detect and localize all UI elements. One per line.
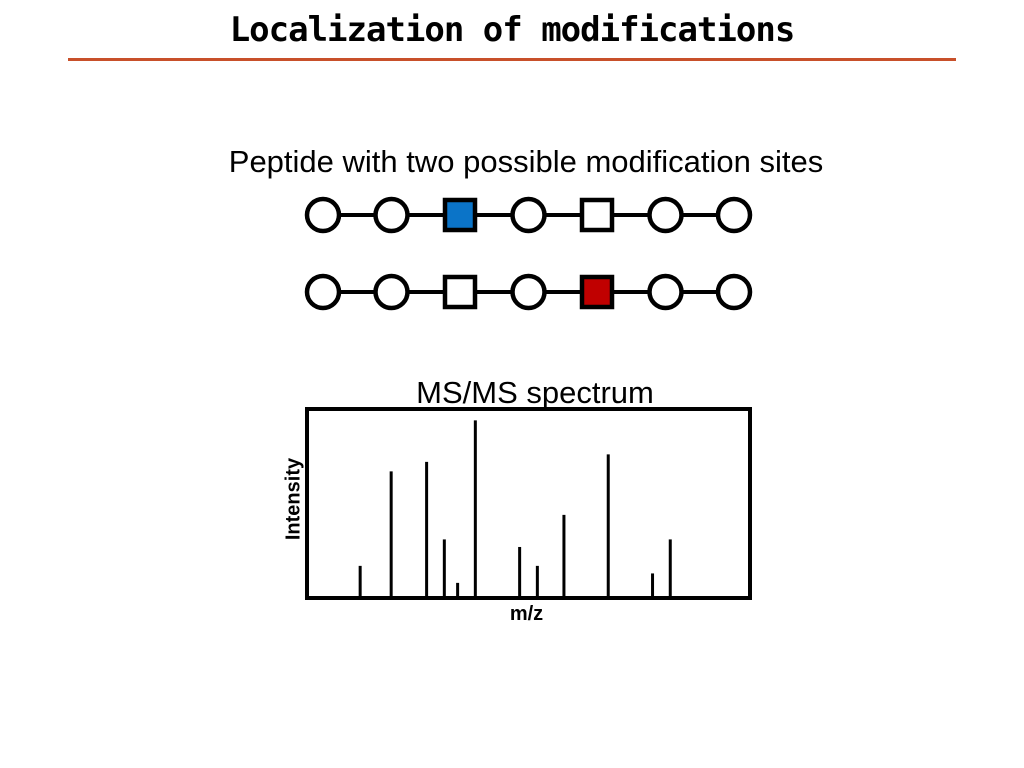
peptide-variant-1 bbox=[304, 196, 753, 234]
residue-circle bbox=[304, 273, 342, 311]
plot-frame bbox=[305, 407, 752, 600]
residue-circle bbox=[715, 196, 753, 234]
residue-square-unmodified bbox=[579, 197, 615, 233]
residue-circle bbox=[647, 196, 684, 234]
residue-square-modified bbox=[579, 274, 615, 310]
peptide-variants bbox=[304, 196, 753, 311]
peptide-variant-2 bbox=[304, 273, 753, 311]
y-axis-label: Intensity bbox=[282, 457, 304, 540]
peptide-caption: Peptide with two possible modification s… bbox=[228, 144, 824, 179]
residue-square-unmodified bbox=[442, 274, 478, 310]
residue-circle bbox=[647, 273, 684, 311]
residue-circle bbox=[304, 196, 342, 234]
residue-square-modified bbox=[442, 197, 478, 233]
page-title: Localization of modifications bbox=[229, 10, 796, 50]
residue-circle bbox=[510, 273, 547, 311]
residue-circle bbox=[715, 273, 753, 311]
spectrum-peaks bbox=[358, 420, 672, 598]
spectrum-title: MS/MS spectrum bbox=[416, 375, 654, 410]
title-underline bbox=[68, 58, 956, 61]
residue-circle bbox=[510, 196, 547, 234]
x-axis-label: m/z bbox=[510, 603, 543, 625]
residue-circle bbox=[373, 196, 410, 234]
residue-circle bbox=[373, 273, 410, 311]
